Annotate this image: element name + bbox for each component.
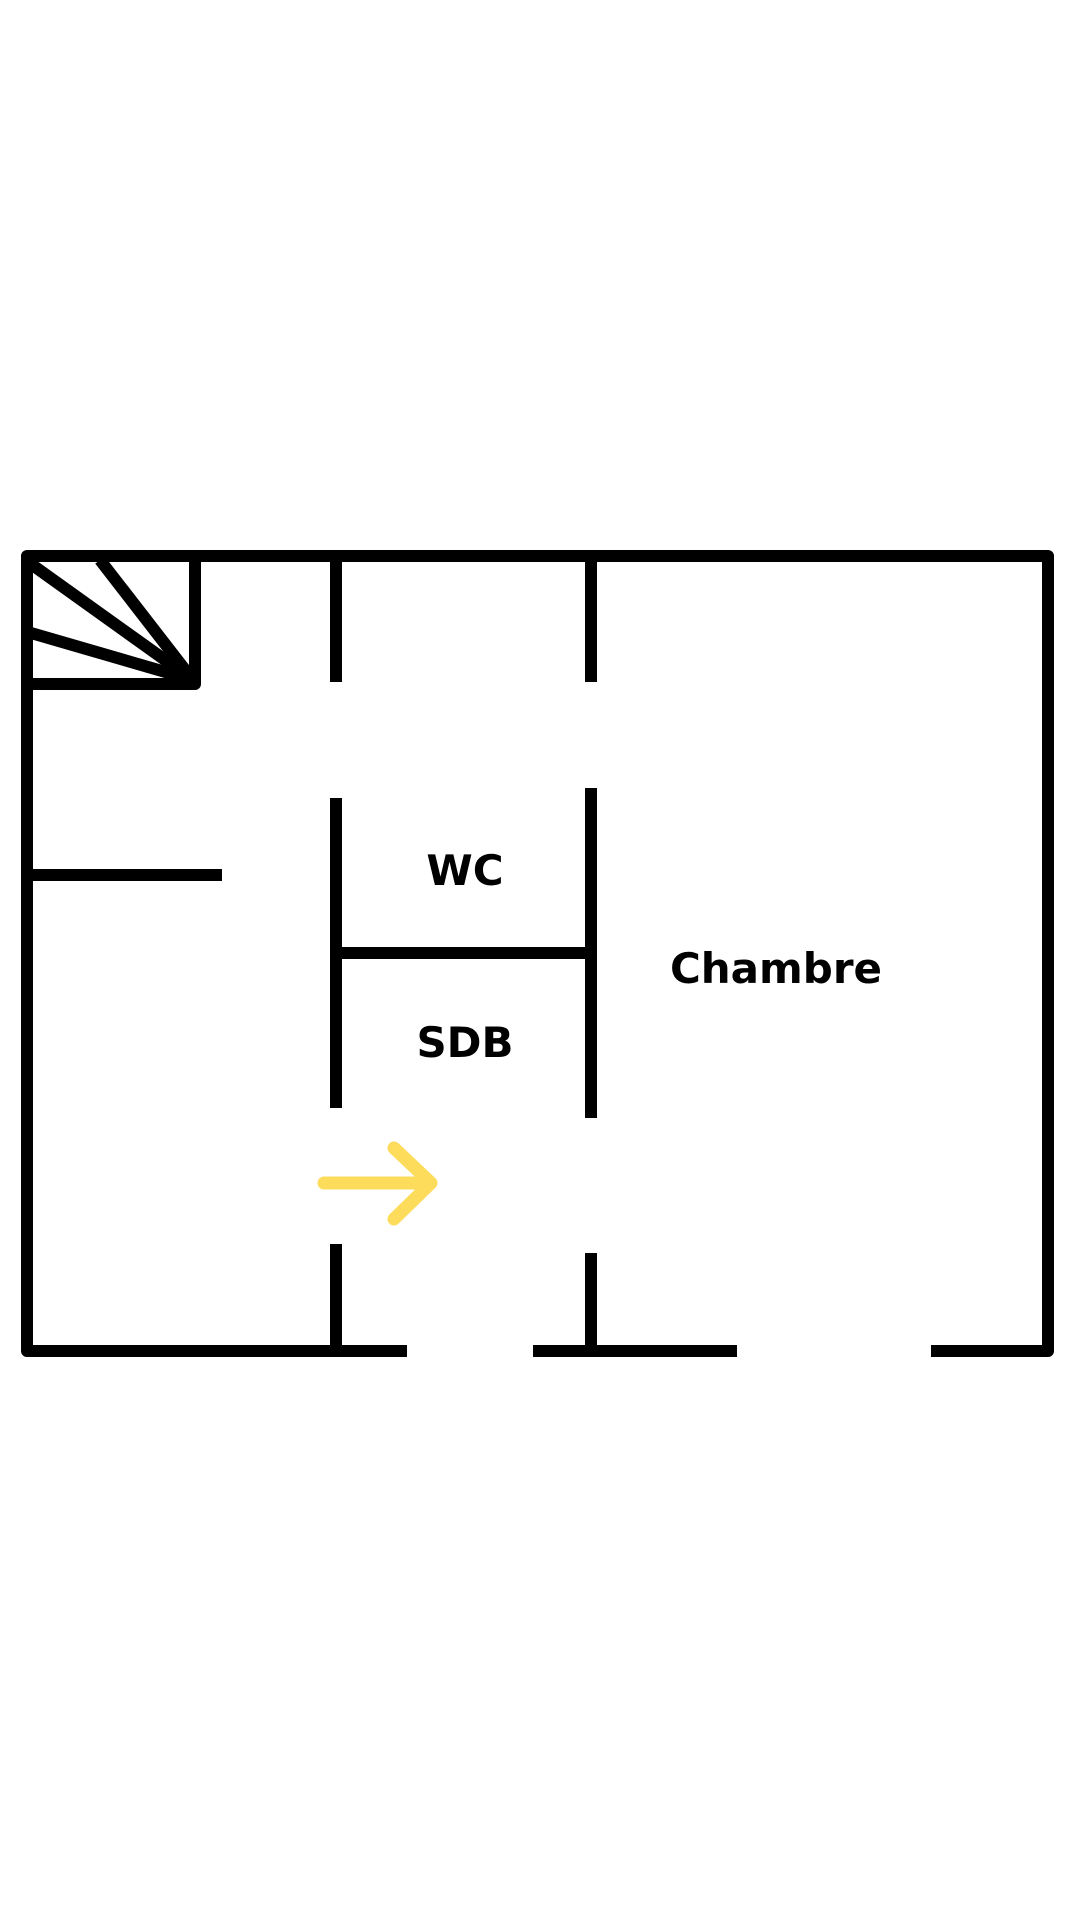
arrow-right-icon	[317, 1141, 438, 1226]
walls	[21, 550, 1054, 1357]
room-label-chambre: Chambre	[670, 944, 882, 993]
room-label-wc: WC	[426, 846, 503, 895]
outer-wall	[21, 550, 1054, 1357]
staircase-icon	[27, 556, 201, 690]
room-label-sdb: SDB	[416, 1018, 513, 1067]
